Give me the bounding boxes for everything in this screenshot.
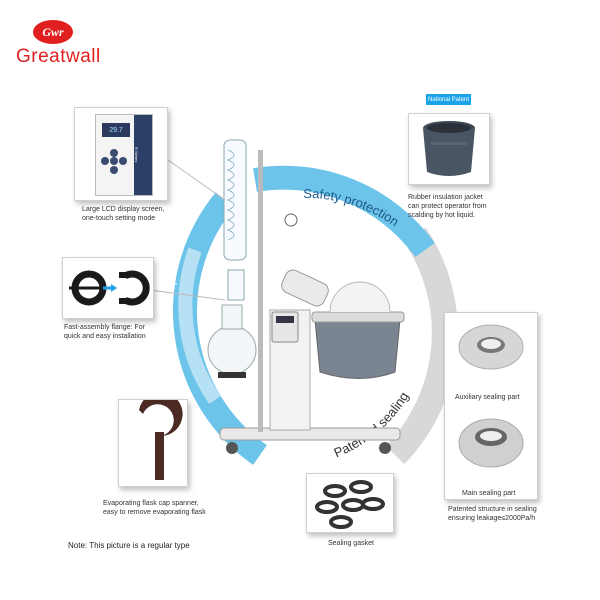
footnote: Note: This picture is a regular type bbox=[68, 541, 190, 550]
national-patent-badge: National Patent bbox=[426, 94, 471, 105]
spanner-icon bbox=[139, 392, 183, 480]
gasket-card bbox=[306, 473, 394, 533]
sealing-parts-image bbox=[458, 324, 524, 468]
gasket-caption: Sealing gasket bbox=[328, 540, 374, 547]
jacket-card bbox=[408, 113, 490, 185]
button-right-icon bbox=[119, 157, 127, 165]
main-sealing-caption: Main sealing part bbox=[462, 490, 516, 497]
control-panel-image: 29.7 R Series bbox=[95, 114, 153, 196]
safety-arc bbox=[253, 165, 435, 258]
button-up-icon bbox=[110, 149, 118, 157]
sealing-parts-card: Auxiliary sealing part Main sealing part bbox=[444, 312, 538, 500]
gasket-icon bbox=[315, 480, 385, 529]
spanner-card bbox=[118, 392, 188, 487]
lcd-panel-card: 29.7 R Series bbox=[74, 107, 168, 201]
lcd-screen: 29.7 bbox=[102, 123, 130, 137]
patent-caption: Patented structure in sealing ensuring l… bbox=[448, 506, 537, 522]
series-label: R Series bbox=[134, 115, 152, 195]
insulation-jacket-icon bbox=[423, 121, 475, 176]
brand-name: Greatwall bbox=[16, 46, 101, 67]
flange-icon bbox=[69, 270, 150, 306]
flange-caption: Fast-assembly flange: For quick and easy… bbox=[64, 324, 146, 340]
button-center-icon bbox=[110, 157, 118, 165]
jacket-caption: Rubber insulation jacket can protect ope… bbox=[408, 194, 487, 219]
lcd-caption: Large LCD display screen, one-touch sett… bbox=[82, 206, 165, 222]
spanner-caption: Evaporating flask cap spanner, easy to r… bbox=[103, 500, 206, 516]
rotary-evaporator bbox=[207, 139, 405, 454]
sealing-arc bbox=[385, 227, 458, 465]
auxiliary-sealing-caption: Auxiliary sealing part bbox=[455, 394, 520, 401]
flange-card bbox=[62, 257, 154, 319]
button-left-icon bbox=[101, 157, 109, 165]
brand-logo: Gwr bbox=[33, 20, 73, 44]
button-down-icon bbox=[110, 166, 118, 174]
